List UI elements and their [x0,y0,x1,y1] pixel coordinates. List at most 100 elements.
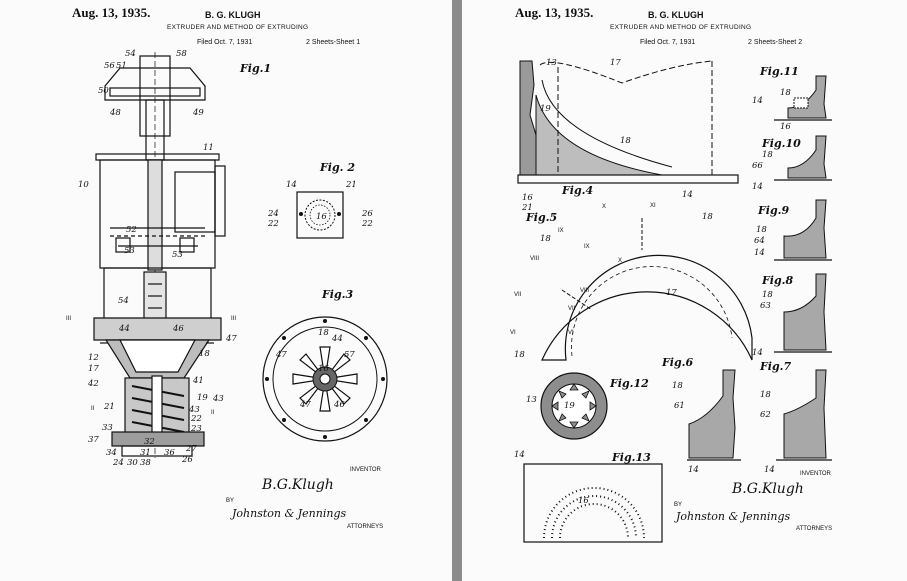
ref-numeral: 14 [764,465,775,475]
patent-sheet-1: Aug. 13, 1935. B. G. KLUGH EXTRUDER AND … [0,0,452,581]
ref-numeral: 47 [300,400,311,410]
fig-label: Fig.5 [526,211,558,224]
fig-label: Fig.4 [562,184,594,197]
fig-label: Fig.6 [662,356,694,369]
ref-numeral: 58 [176,49,187,59]
ref-numeral: 49 [193,108,204,118]
ref-numeral: 21 [104,402,115,412]
ref-numeral: 32 [144,437,155,447]
ref-numeral: 47 [226,334,237,344]
ref-numeral: 54 [118,296,129,306]
patent-date: Aug. 13, 1935. [515,5,594,20]
ref-numeral: 56 [104,61,115,71]
fig-label: Fig.1 [240,62,272,75]
attorneys-caption: ATTORNEYS [796,526,833,532]
ref-numeral: 22 [362,219,373,229]
ref-numeral: 53 [172,250,183,260]
ref-numeral: 50 [98,86,109,96]
fig-label: Fig.12 [610,377,649,390]
section-marker: XI [650,203,656,209]
ref-numeral: 18 [702,212,713,222]
fig4-section-drawing [517,60,739,184]
ref-numeral: 61 [674,401,685,411]
inventor-name: B. G. KLUGH [648,10,704,20]
ref-numeral: 21 [522,203,533,213]
fig13-die-face-drawing [523,463,663,543]
ref-numeral: 18 [762,290,773,300]
ref-numeral: 12 [88,353,99,363]
patent-title: EXTRUDER AND METHOD OF EXTRUDING [610,24,752,31]
ref-numeral: 46 [334,400,345,410]
section-marker: II [91,406,95,412]
filed-date: Filed Oct. 7, 1931 [197,39,253,46]
fig2-die-plate-drawing [296,191,344,239]
ref-numeral: 18 [672,381,683,391]
ref-numeral: 36 [164,448,175,458]
patent-date: Aug. 13, 1935. [72,5,151,20]
ref-numeral: 26 [362,209,373,219]
ref-numeral: 14 [752,182,763,192]
fig-label: Fig.3 [322,288,354,301]
ref-numeral: 14 [754,248,765,258]
ref-numeral: 30 [127,458,138,468]
ref-numeral: 14 [286,180,297,190]
section-marker: III [231,316,237,322]
ref-numeral: 11 [203,143,214,153]
ref-numeral: 41 [193,376,204,386]
ref-numeral: 14 [688,465,699,475]
ref-numeral: 19 [564,401,575,411]
ref-numeral: 53 [124,246,135,256]
fig11-section-drawing [774,75,832,121]
ref-numeral: 17 [610,58,621,68]
ref-numeral: 43 [213,394,224,404]
ref-numeral: 14 [752,96,763,106]
ref-numeral: 43 [189,405,200,415]
ref-numeral: 48 [110,108,121,118]
section-marker: VIII [580,288,590,294]
ref-numeral: 22 [191,414,202,424]
fig9-section-drawing [774,199,832,261]
attorney-signature: Johnston & Jennings [232,507,347,520]
fig1-extruder-drawing [93,52,226,458]
ref-numeral: 64 [754,236,765,246]
inventor-caption: INVENTOR [800,471,831,477]
ref-numeral: 44 [332,334,343,344]
ref-numeral: 18 [760,390,771,400]
ref-numeral: 19 [540,104,551,114]
ref-numeral: 63 [760,301,771,311]
ref-numeral: 33 [102,423,113,433]
ref-numeral: 16 [318,364,329,374]
patent-title: EXTRUDER AND METHOD OF EXTRUDING [167,24,309,31]
ref-numeral: 18 [514,350,525,360]
sheet-number: 2 Sheets-Sheet 2 [748,39,803,46]
inventor-signature: B.G.Klugh [262,477,334,493]
ref-numeral: 18 [199,349,210,359]
ref-numeral: 62 [760,410,771,420]
ref-numeral: 17 [88,364,99,374]
ref-numeral: 14 [682,190,693,200]
fig-label: Fig.13 [612,451,651,464]
ref-numeral: 66 [752,161,763,171]
fig8-section-drawing [774,273,832,353]
section-marker: X [602,204,607,210]
ref-numeral: 14 [752,348,763,358]
fig-label: Fig.11 [760,65,799,78]
ref-numeral: 16 [522,193,533,203]
fig5-annular-section-drawing [541,218,753,361]
by-caption: BY [674,502,683,508]
ref-numeral: 54 [125,49,136,59]
inventor-caption: INVENTOR [350,467,381,473]
ref-numeral: 16 [780,122,791,132]
section-marker: VIII [530,256,540,262]
attorneys-caption: ATTORNEYS [347,524,384,530]
ref-numeral: 16 [316,212,327,222]
section-marker: VII [514,292,522,298]
ref-numeral: 52 [126,225,137,235]
ref-numeral: 18 [780,88,791,98]
section-marker: IX [558,228,564,234]
ref-numeral: 44 [119,324,130,334]
fig-label: Fig.8 [762,274,794,287]
fig3-cross-section-drawing [262,316,388,442]
fig7-section-drawing [776,369,832,461]
ref-numeral: 18 [540,234,551,244]
